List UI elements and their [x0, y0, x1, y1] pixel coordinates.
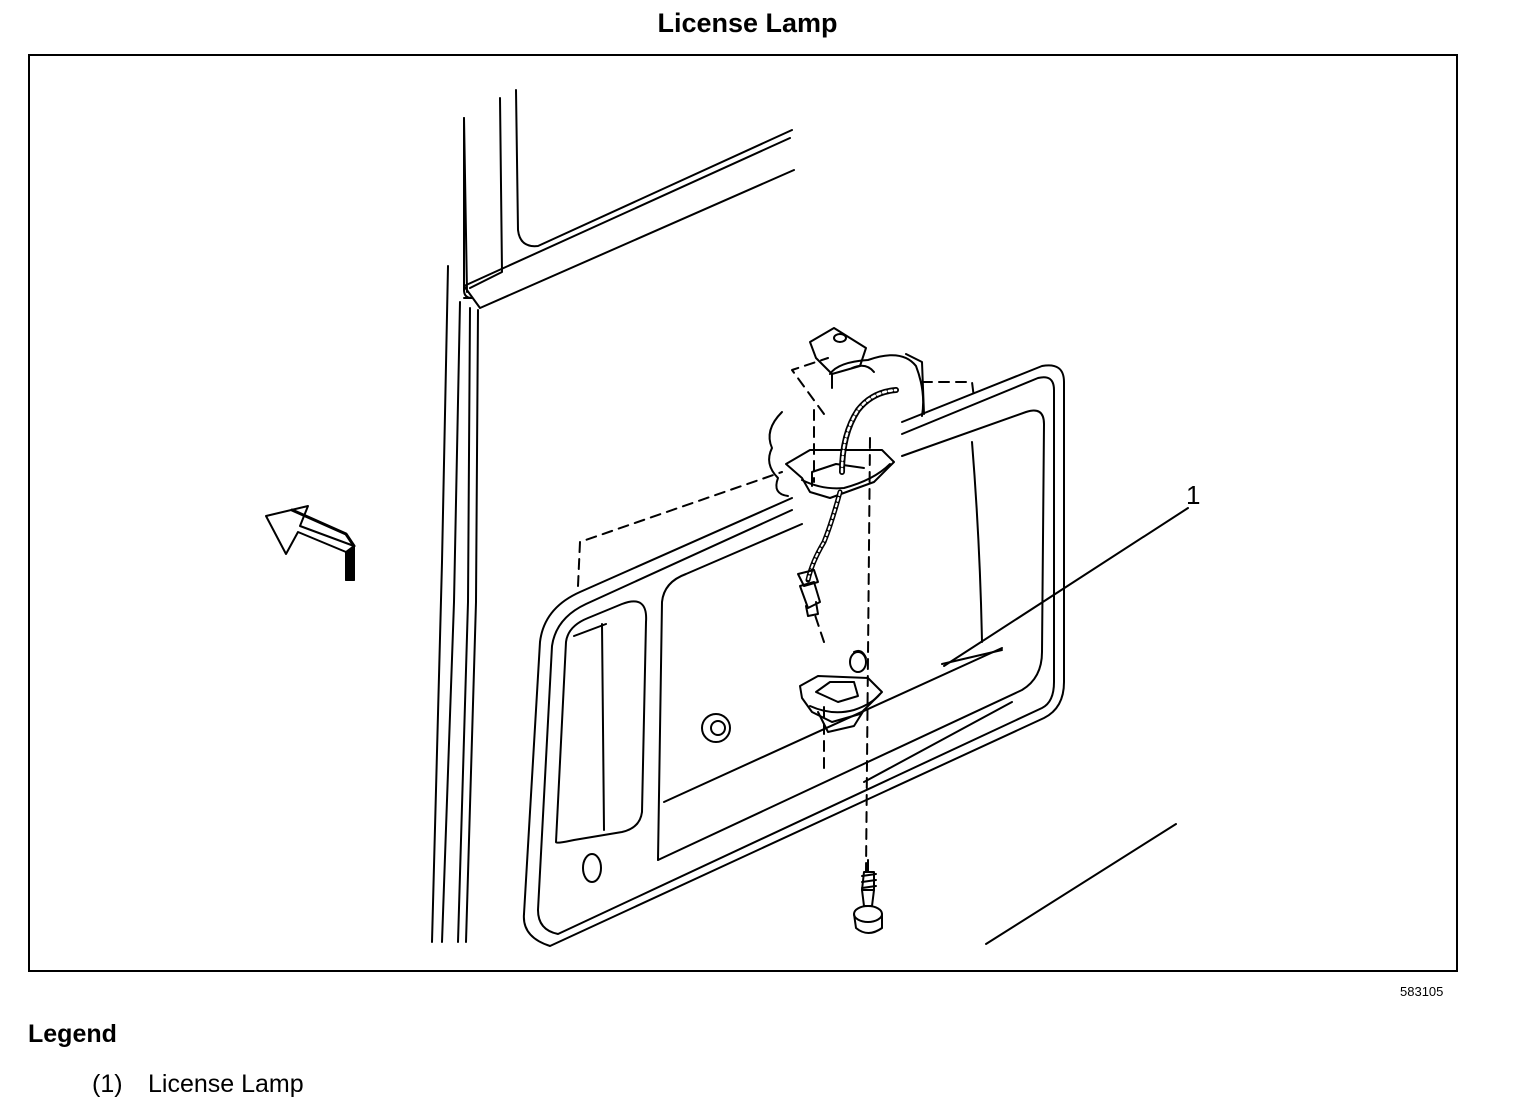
diagram-title: License Lamp — [657, 8, 838, 38]
body-pillar-lines — [431, 89, 795, 943]
legend-item-label: License Lamp — [148, 1070, 304, 1098]
drain-hole — [582, 853, 602, 883]
callout-leader-line — [943, 507, 1189, 667]
license-lamp-assembly — [785, 387, 899, 617]
license-lamp-lower — [799, 649, 883, 733]
figure-number: 583105 — [1400, 984, 1444, 999]
front-direction-arrow-icon — [265, 505, 356, 581]
retainer-clip — [809, 327, 875, 389]
legend-item-number: (1) — [92, 1070, 123, 1098]
legend-item: (1) License Lamp — [92, 1070, 304, 1099]
illustration-frame — [28, 54, 1458, 972]
hidden-outline-dashed — [577, 357, 975, 873]
legend-title: Legend — [28, 1020, 117, 1048]
callout-1-label: 1 — [1186, 480, 1201, 510]
screw-icon — [853, 859, 883, 934]
license-lamp-illustration — [265, 89, 1189, 947]
license-pocket-bezel — [522, 364, 1177, 947]
lamp-opening — [768, 353, 925, 497]
